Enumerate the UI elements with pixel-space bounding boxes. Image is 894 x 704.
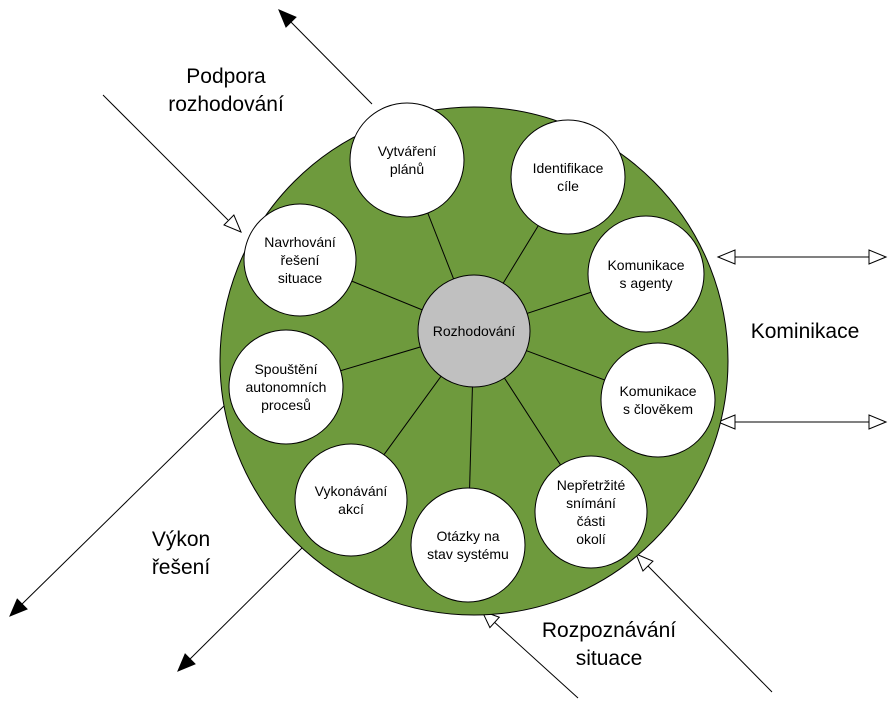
nodes-layer: Vytváření plánů Identifikace cíleKomunikace… xyxy=(228,102,716,603)
arrows-layer xyxy=(9,9,888,699)
arrow-in-rozpoznavani2-head xyxy=(635,553,654,572)
node-neprerusite-snimani: Nepřetržité snímání části okolí xyxy=(534,455,648,569)
outer-labels-layer: PodporarozhodováníKominikaceVýkonřešeníR… xyxy=(152,65,859,670)
node-label-line: Komunikace xyxy=(607,257,684,273)
node-circle xyxy=(587,215,705,333)
node-label-line: cíle xyxy=(557,178,579,194)
arrow-out-top-head xyxy=(278,9,297,28)
node-circle xyxy=(600,342,716,458)
node-otazky-na-stav: Otázky na stav systému xyxy=(410,487,526,603)
node-label-line: Vytváření xyxy=(378,143,437,159)
label-vykon: řešení xyxy=(152,556,211,579)
node-circle xyxy=(410,487,526,603)
center-circle xyxy=(417,274,531,388)
center-label: Rozhodování xyxy=(433,323,516,339)
node-label-line: Identifikace xyxy=(533,160,604,176)
node-circle xyxy=(294,443,408,557)
arrow-komunikace-agenty-left-head xyxy=(716,249,736,265)
label-rozpoznavani: situace xyxy=(576,647,643,670)
node-spousteni-procesu: Spouštění autonomních procesů xyxy=(228,329,344,445)
arrow-komunikace-clovek-right-head xyxy=(868,414,888,430)
node-label-line: Otázky na xyxy=(436,528,499,544)
arrow-out-vykon2-head xyxy=(177,653,196,672)
node-circle xyxy=(510,119,626,235)
node-label-line: Spouštění xyxy=(254,361,317,377)
label-podpora: rozhodování xyxy=(168,93,284,116)
node-navrhovani-reseni: Navrhování řešení situace xyxy=(243,203,357,317)
node-label-line: procesů xyxy=(261,397,311,413)
node-label-line: řešení xyxy=(281,252,320,268)
node-label-line: Vykonávání xyxy=(315,483,388,499)
label-vykon: Výkon xyxy=(152,528,210,551)
node-label-line: s agenty xyxy=(620,275,673,291)
arrow-out-vykon2-line xyxy=(185,542,308,664)
node-circle xyxy=(534,455,648,569)
node-label-line: plánů xyxy=(390,161,424,177)
arrow-out-top-line xyxy=(285,16,373,105)
arrow-out-vykon1-head xyxy=(9,598,28,617)
node-label-line: akcí xyxy=(338,501,364,517)
node-label-line: stav systému xyxy=(427,546,509,562)
node-komunikace-s-agenty: Komunikace s agenty xyxy=(587,215,705,333)
arrow-in-rozpoznavani2-line xyxy=(647,565,773,693)
node-label-line: autonomních xyxy=(246,379,327,395)
node-label-line: části xyxy=(577,513,606,529)
label-komunikace: Kominikace xyxy=(751,320,860,343)
label-podpora: Podpora xyxy=(186,65,266,88)
arrow-in-rozpoznavani1-line xyxy=(491,619,579,699)
arrow-in-podpora-head xyxy=(223,214,242,233)
node-label-line: s člověkem xyxy=(623,401,693,417)
node-circle xyxy=(243,203,357,317)
center-node: Rozhodování xyxy=(417,274,531,388)
arrow-komunikace-agenty-right-head xyxy=(868,249,888,265)
node-identifikace-cile: Identifikace cíle xyxy=(510,119,626,235)
label-rozpoznavani: Rozpoznávání xyxy=(542,619,676,642)
arrow-in-podpora-line xyxy=(102,94,229,221)
arrow-out-vykon1-line xyxy=(17,404,226,609)
node-label-line: Nepřetržité xyxy=(557,477,626,493)
node-label-line: situace xyxy=(278,270,323,286)
node-label-line: snímání xyxy=(566,495,616,511)
node-vytvareni-planu: Vytváření plánů xyxy=(349,102,465,218)
arrow-komunikace-clovek-left-head xyxy=(716,414,736,430)
node-label-line: okolí xyxy=(576,531,606,547)
node-vykonavani-akci: Vykonávání akcí xyxy=(294,443,408,557)
node-circle xyxy=(349,102,465,218)
node-komunikace-s-clovekem: Komunikace s člověkem xyxy=(600,342,716,458)
node-circle xyxy=(228,329,344,445)
node-label-line: Navrhování xyxy=(264,234,336,250)
node-label-line: Komunikace xyxy=(619,383,696,399)
